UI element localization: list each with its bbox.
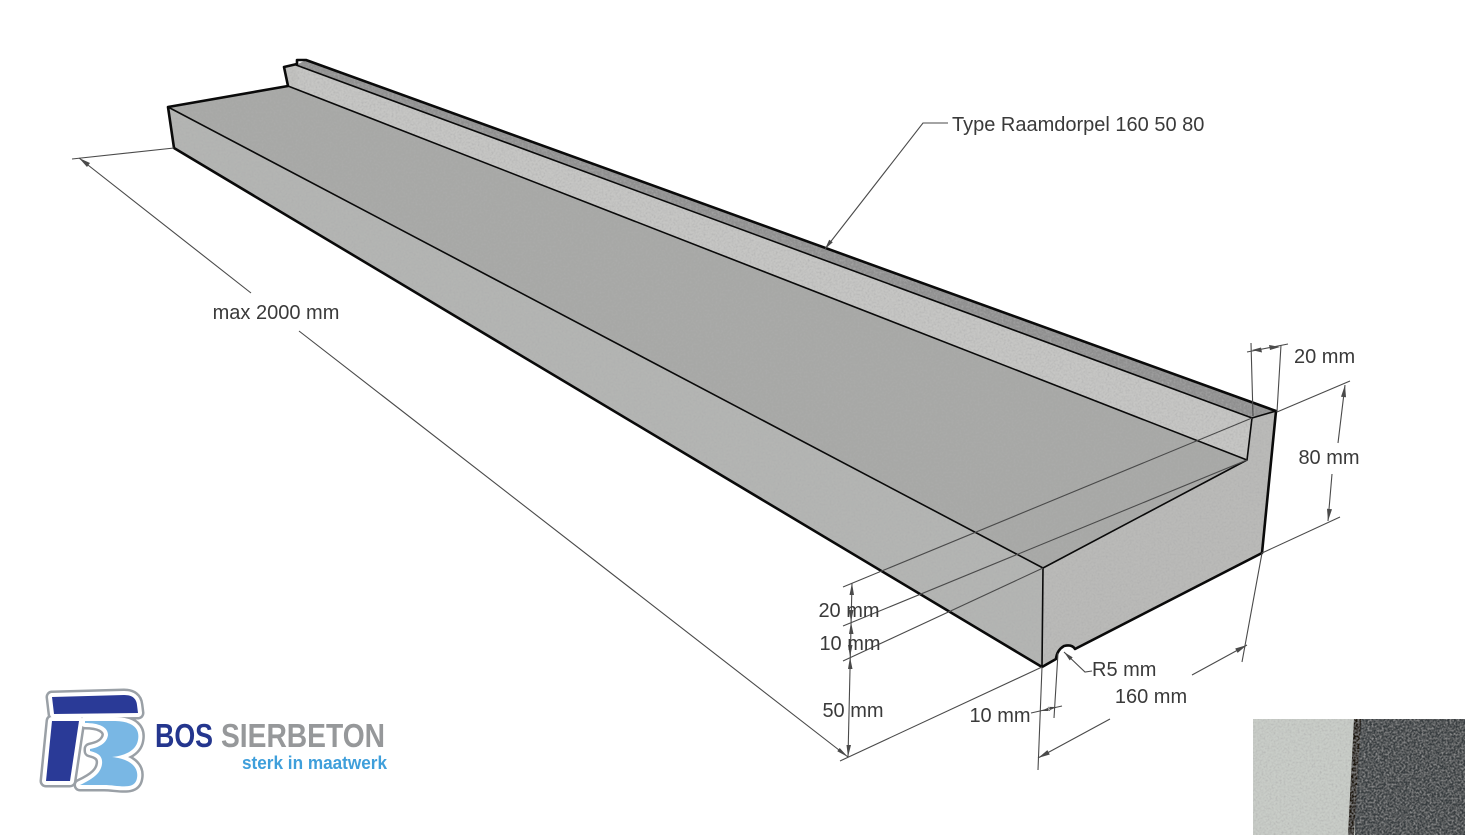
type-label-leader-line (824, 122, 948, 250)
dimension-labels: max 2000 mm Type Raamdorpel 160 50 80 20… (213, 114, 1360, 727)
logo-brand-primary-text: BOS (155, 717, 213, 754)
logo-brand-secondary-text: SIERBETON (221, 717, 385, 754)
length-dim-label: max 2000 mm (213, 302, 340, 324)
beam-top-surface (168, 86, 1247, 568)
concrete-samples-photo (1253, 719, 1465, 835)
front-height-dim-label: 50 mm (822, 700, 883, 722)
back-height-dim-label: 80 mm (1298, 447, 1359, 469)
logo-mark-top-bar (52, 695, 138, 714)
beam-upstand-inner-face (288, 65, 1252, 460)
upstand-height-dim-label: 20 mm (818, 600, 879, 622)
logo-mark-stem (46, 721, 79, 781)
light-concrete-swatch (1253, 719, 1357, 835)
logo-tagline-text: sterk in maatwerk (242, 753, 388, 773)
logo-mark-s-shape (80, 721, 139, 787)
beam-inner-edges (167, 64, 1277, 668)
beam-end-face (1042, 411, 1276, 667)
beam-silhouette-edge (166, 58, 1278, 669)
sill-beam-3d (168, 60, 1276, 667)
swatch-divider (1348, 719, 1361, 835)
beam-front-face (168, 107, 1043, 667)
dark-concrete-swatch (1355, 719, 1465, 835)
extension-lines (71, 147, 1351, 771)
beam-upstand-top-face (296, 60, 1276, 418)
type-label: Type Raamdorpel 160 50 80 (952, 114, 1204, 136)
groove-radius-label: R5 mm (1092, 659, 1156, 681)
slope-rise-dim-label: 10 mm (819, 633, 880, 655)
company-logo: BOS SIERBETON sterk in maatwerk (39, 688, 388, 793)
beam-edges (166, 58, 1278, 669)
profile-width-dim-label: 160 mm (1115, 686, 1187, 708)
upstand-width-dim-line (1246, 343, 1289, 353)
upstand-width-dim-label: 20 mm (1294, 346, 1355, 368)
groove-offset-dim-label: 10 mm (969, 705, 1030, 727)
length-dim-line (78, 157, 849, 758)
